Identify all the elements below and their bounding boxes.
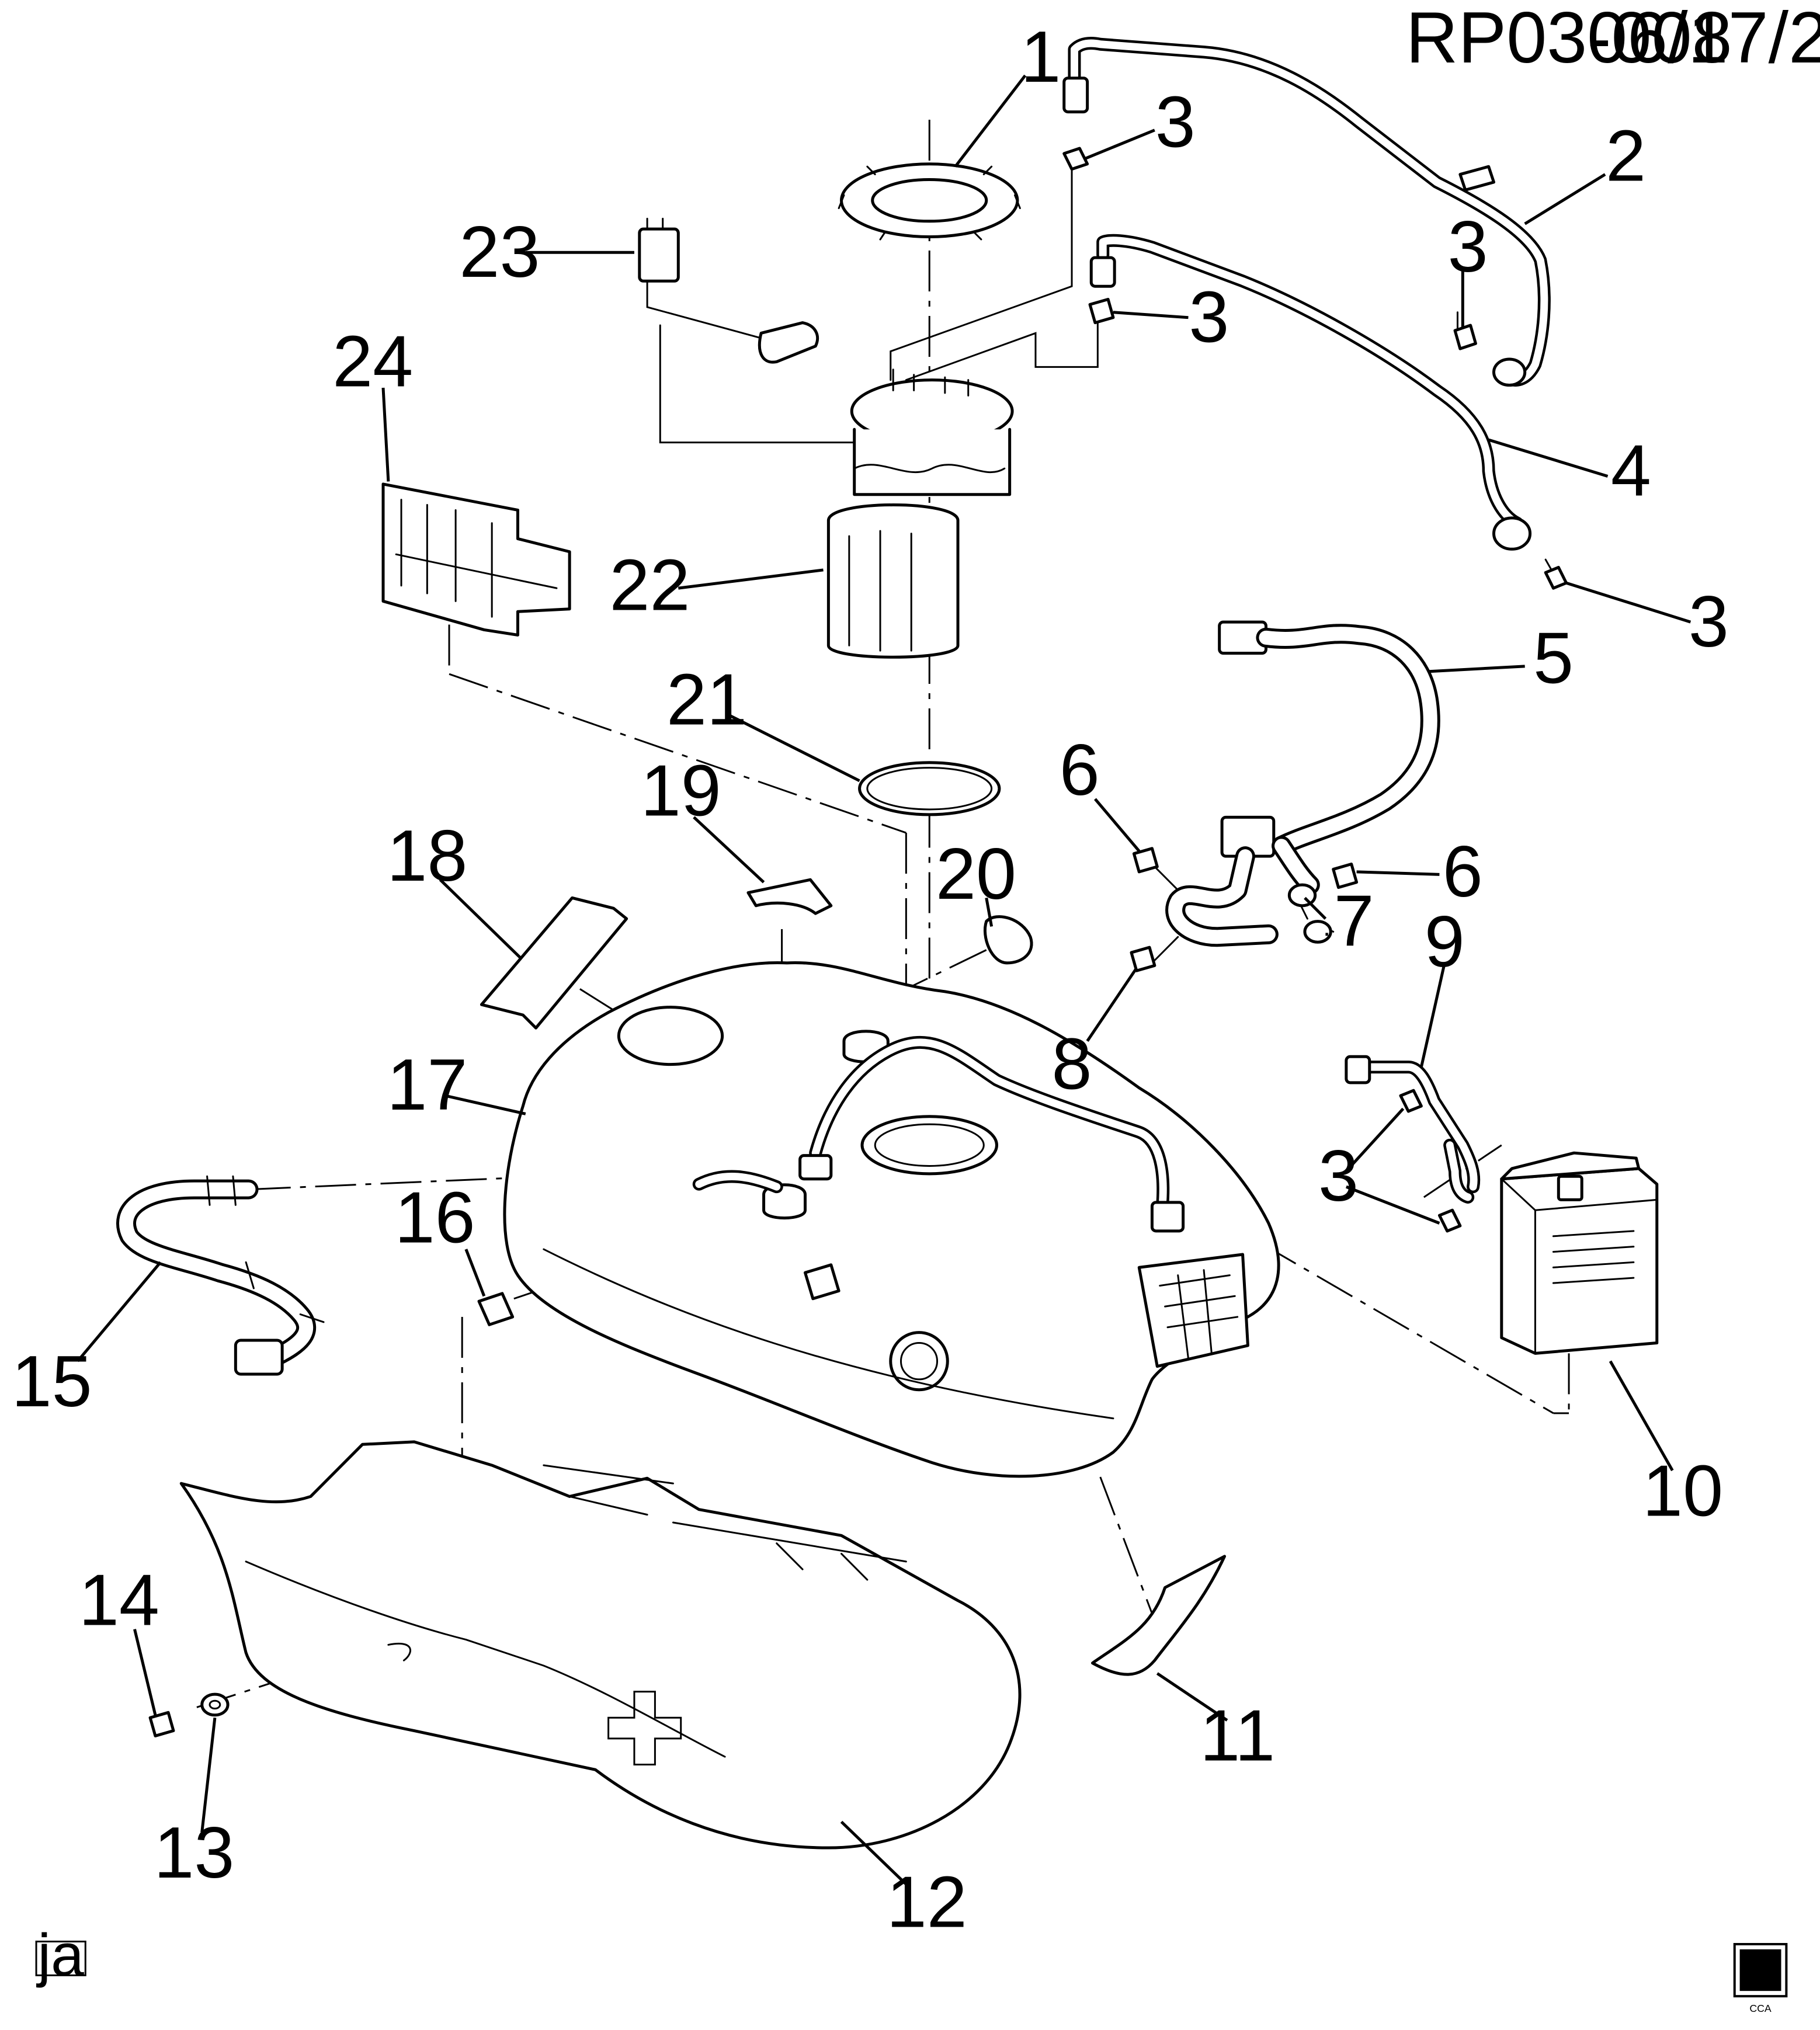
callout-5: 5: [1533, 617, 1574, 698]
clip-3e: [1401, 1090, 1421, 1111]
clip-6b: [1333, 864, 1357, 888]
fuel-tank-filler-hose: [126, 1176, 324, 1374]
author-tag: ja: [36, 1921, 85, 1989]
callout-23: 23: [459, 211, 540, 293]
clip-7b: [1305, 922, 1331, 943]
harness-clips: [1131, 849, 1357, 971]
fuel-tank-insulator-19: [748, 880, 831, 913]
fuel-level-sensor: [640, 218, 818, 362]
clip-6a: [1134, 849, 1157, 872]
reference-number: RP03-008: [1406, 0, 1732, 78]
callout-11: 11: [1200, 1695, 1275, 1776]
callout-8: 8: [1052, 1023, 1092, 1104]
fuel-tank: [505, 962, 1279, 1476]
evap-canister-vent-hose: [1346, 1056, 1474, 1197]
callout-3a: 3: [1155, 81, 1196, 162]
fuel-tank-wiring-harness: [1175, 622, 1430, 937]
callout-13: 13: [154, 1812, 234, 1893]
callout-3b: 3: [1448, 206, 1488, 287]
bolt: [150, 1712, 173, 1736]
callout-6b: 6: [1443, 830, 1483, 912]
fuel-tank-strap-insulator: [1092, 1556, 1224, 1674]
washer: [202, 1694, 228, 1715]
clip-3f: [1439, 1210, 1460, 1231]
clip-3d: [1545, 567, 1566, 588]
callout-3c: 3: [1189, 276, 1229, 357]
callout-2: 2: [1606, 115, 1646, 196]
callout-1: 1: [1020, 16, 1061, 98]
routing-guides: [660, 156, 1556, 962]
callout-14: 14: [79, 1559, 159, 1640]
callout-12: 12: [887, 1861, 967, 1942]
fuel-tank-insulator-20: [985, 917, 1031, 963]
callout-10: 10: [1642, 1450, 1723, 1531]
evap-pipe: [1091, 241, 1530, 550]
fuel-feed-pipe: [1064, 43, 1544, 385]
fuel-pump-module: [828, 370, 1012, 657]
author-tag-text: ja: [36, 1921, 84, 1988]
callout-3e: 3: [1318, 1135, 1359, 1216]
callout-3d: 3: [1689, 581, 1729, 662]
callout-9: 9: [1425, 901, 1465, 982]
clip-3a: [1064, 148, 1088, 169]
callout-18: 18: [387, 815, 467, 896]
callout-22: 22: [610, 544, 690, 625]
reference-date: 06/17/2013: [1587, 0, 1820, 78]
fuel-tank-insulator-18: [481, 898, 626, 1028]
callout-21: 21: [666, 659, 747, 740]
fuel-tank-shield: [181, 1442, 1020, 1848]
gm-logo-text: GM: [1743, 1956, 1779, 1981]
callout-20: 20: [936, 833, 1016, 915]
fuel-pump-lock-ring: [839, 164, 1020, 239]
clip-3c: [1455, 325, 1475, 349]
fuel-pump-seal: [860, 763, 999, 815]
callout-24: 24: [332, 321, 413, 402]
gm-logo: GM CCA: [1735, 1944, 1787, 2014]
fuel-tank-bumper: [479, 1294, 513, 1325]
callout-7: 7: [1334, 880, 1374, 961]
callout-numbers: 1 2 3 3 3 3 3 4 5 6 6 7 8 9 10 11 12 13 …: [12, 16, 1729, 1943]
callout-17: 17: [387, 1044, 467, 1125]
callout-leaders: [78, 75, 1690, 1884]
evap-canister: [1502, 1153, 1657, 1353]
clip-8: [1131, 947, 1155, 971]
retainer-clips: [1064, 148, 1567, 1231]
callout-16: 16: [395, 1177, 475, 1258]
callout-4: 4: [1611, 430, 1651, 511]
clip-3b: [1090, 299, 1113, 322]
callout-15: 15: [12, 1341, 92, 1422]
gm-logo-subtext: CCA: [1749, 2003, 1772, 2014]
callout-6a: 6: [1060, 729, 1100, 811]
callout-19: 19: [641, 750, 721, 831]
fuel-tank-shield-bracket: [383, 484, 569, 635]
